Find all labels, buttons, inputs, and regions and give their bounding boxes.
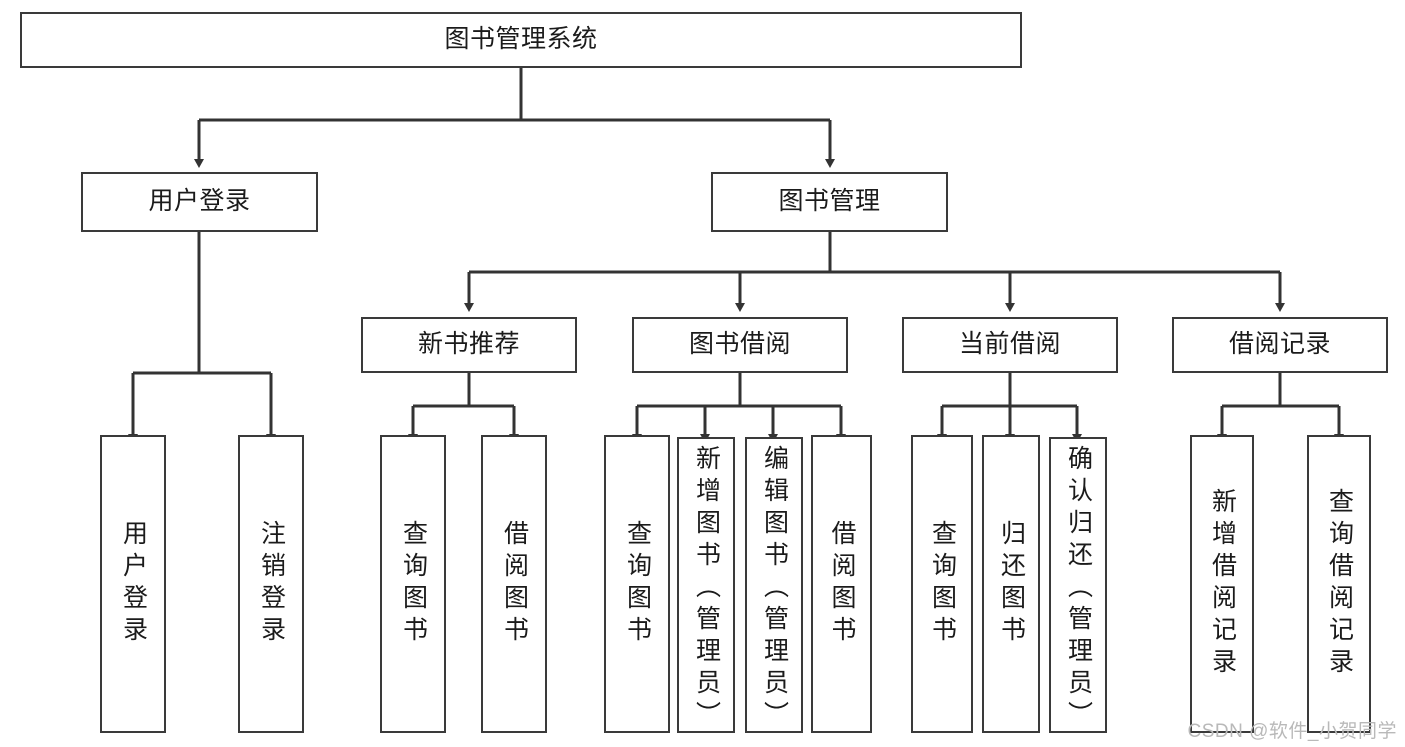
node-leaf-edit-book-label: 编辑图书（管理员） <box>760 445 789 733</box>
node-borrow-record-label: 借阅记录 <box>1228 330 1331 359</box>
node-leaf-logout-label: 注销登录 <box>257 520 286 648</box>
node-root[interactable]: 图书管理系统 <box>20 12 1022 68</box>
node-book-borrow-label: 图书借阅 <box>688 330 791 359</box>
node-leaf-add-record[interactable]: 新增借阅记录 <box>1190 435 1254 733</box>
node-leaf-query-book-1-label: 查询图书 <box>399 520 428 648</box>
node-leaf-borrow-book-2-label: 借阅图书 <box>828 520 856 648</box>
watermark-text: CSDN @软件_小贺同学 <box>1187 721 1397 742</box>
node-current-borrow[interactable]: 当前借阅 <box>902 317 1118 373</box>
node-leaf-return-book-label: 归还图书 <box>997 520 1026 648</box>
node-root-label: 图书管理系统 <box>444 25 598 54</box>
node-leaf-edit-book[interactable]: 编辑图书（管理员） <box>745 437 803 733</box>
node-leaf-return-book[interactable]: 归还图书 <box>982 435 1040 733</box>
node-leaf-add-book[interactable]: 新增图书（管理员） <box>677 437 735 733</box>
node-user-login-label: 用户登录 <box>148 187 251 216</box>
node-leaf-confirm-return[interactable]: 确认归还（管理员） <box>1049 437 1107 733</box>
node-leaf-confirm-return-label: 确认归还（管理员） <box>1064 445 1093 733</box>
node-leaf-query-book-3[interactable]: 查询图书 <box>911 435 973 733</box>
node-leaf-borrow-book-1[interactable]: 借阅图书 <box>481 435 547 733</box>
node-leaf-borrow-book-2[interactable]: 借阅图书 <box>811 435 872 733</box>
node-new-book-rec-label: 新书推荐 <box>417 330 520 359</box>
node-leaf-query-book-3-label: 查询图书 <box>928 520 957 648</box>
node-borrow-record[interactable]: 借阅记录 <box>1172 317 1388 373</box>
node-leaf-user-login[interactable]: 用户登录 <box>100 435 166 733</box>
node-leaf-query-book-1[interactable]: 查询图书 <box>380 435 446 733</box>
node-leaf-add-book-label: 新增图书（管理员） <box>692 445 721 733</box>
node-book-manage[interactable]: 图书管理 <box>711 172 948 232</box>
node-leaf-add-record-label: 新增借阅记录 <box>1208 488 1237 680</box>
node-leaf-query-record-label: 查询借阅记录 <box>1325 488 1354 680</box>
node-leaf-logout[interactable]: 注销登录 <box>238 435 304 733</box>
node-leaf-query-record[interactable]: 查询借阅记录 <box>1307 435 1371 733</box>
node-new-book-rec[interactable]: 新书推荐 <box>361 317 577 373</box>
node-user-login[interactable]: 用户登录 <box>81 172 318 232</box>
node-leaf-user-login-label: 用户登录 <box>119 520 148 648</box>
node-book-manage-label: 图书管理 <box>778 187 881 216</box>
node-leaf-query-book-2-label: 查询图书 <box>623 520 652 648</box>
node-leaf-borrow-book-1-label: 借阅图书 <box>500 520 529 648</box>
node-current-borrow-label: 当前借阅 <box>958 330 1061 359</box>
node-book-borrow[interactable]: 图书借阅 <box>632 317 848 373</box>
node-leaf-query-book-2[interactable]: 查询图书 <box>604 435 670 733</box>
